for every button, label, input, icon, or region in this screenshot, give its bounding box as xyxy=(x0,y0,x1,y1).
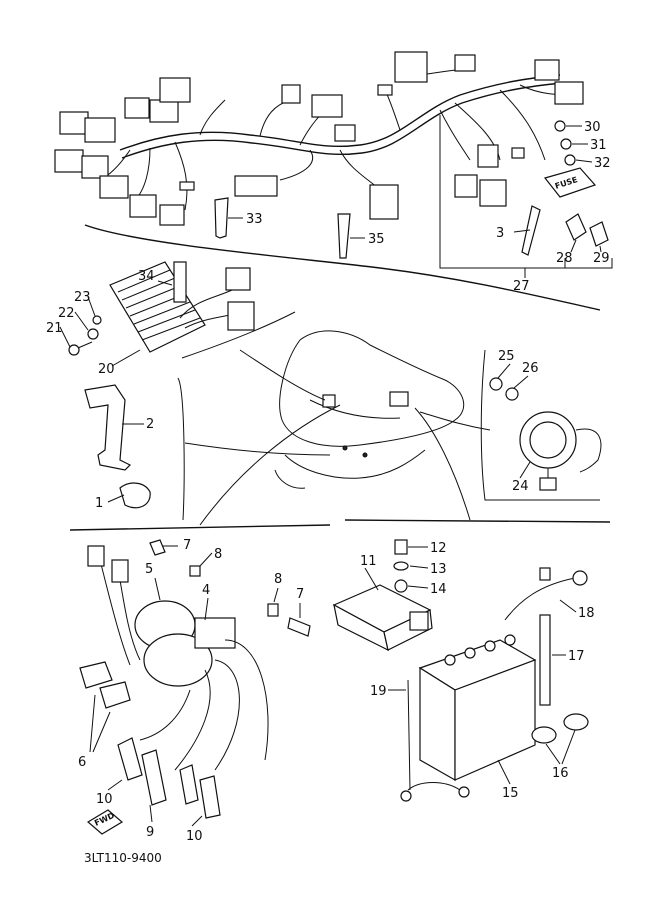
bolt-12 xyxy=(394,539,408,555)
horn-24 xyxy=(519,411,602,491)
callout-2: 2 xyxy=(146,417,154,432)
callout-18: 18 xyxy=(578,606,595,621)
fuse-box: FUSE xyxy=(543,167,597,198)
callout-29: 29 xyxy=(593,251,610,266)
diagram-code: 3LT110-9400 xyxy=(84,851,162,865)
bolt-7-right xyxy=(287,617,311,637)
battery-cable-18 xyxy=(504,567,588,621)
callout-33: 33 xyxy=(246,212,263,227)
callout-5: 5 xyxy=(145,562,153,577)
bolt-21 xyxy=(68,341,93,356)
ground-lead-19 xyxy=(400,679,470,802)
callout-10b: 10 xyxy=(186,829,203,844)
callout-13: 13 xyxy=(430,562,447,577)
callout-6: 6 xyxy=(78,755,86,770)
callout-10a: 10 xyxy=(96,792,113,807)
callout-8a: 8 xyxy=(214,547,222,562)
cdi-unit-11 xyxy=(332,584,433,652)
washer-22 xyxy=(87,328,99,340)
callout-30: 30 xyxy=(584,120,601,135)
callout-34: 34 xyxy=(138,269,155,284)
washer-23 xyxy=(92,315,102,325)
callout-4: 4 xyxy=(202,583,210,598)
callout-16: 16 xyxy=(552,766,569,781)
callout-12: 12 xyxy=(430,541,447,556)
cable-tie-3 xyxy=(513,205,541,256)
nut-8-right xyxy=(267,603,279,617)
cable-tie-35 xyxy=(337,213,365,259)
callout-leaders xyxy=(59,280,577,827)
callout-8b: 8 xyxy=(274,572,282,587)
nut-25 xyxy=(489,377,503,391)
callout-17: 17 xyxy=(568,649,585,664)
callout-24: 24 xyxy=(512,479,529,494)
cable-tie-33 xyxy=(214,197,243,239)
nut-14 xyxy=(394,579,408,593)
cap-6 xyxy=(79,661,131,753)
callout-9: 9 xyxy=(146,825,154,840)
callout-11: 11 xyxy=(360,554,377,569)
nut-32 xyxy=(564,154,593,166)
bolt-7-left xyxy=(149,539,178,556)
callout-23: 23 xyxy=(74,290,91,305)
callout-14: 14 xyxy=(430,582,447,597)
clamp-1 xyxy=(119,482,151,509)
callout-19: 19 xyxy=(370,684,387,699)
callout-3: 3 xyxy=(496,226,504,241)
wire-harness: FUSE xyxy=(54,51,597,226)
callout-35: 35 xyxy=(368,232,385,247)
callout-26: 26 xyxy=(522,361,539,376)
bracket-2 xyxy=(84,384,132,471)
callout-25: 25 xyxy=(498,349,515,364)
callout-15: 15 xyxy=(502,786,519,801)
callout-31: 31 xyxy=(590,138,607,153)
vent-hose-17 xyxy=(539,614,551,706)
nut-26 xyxy=(505,387,519,401)
callout-28: 28 xyxy=(556,251,573,266)
callout-1: 1 xyxy=(95,496,103,511)
washer-13 xyxy=(393,561,409,571)
fuse-29 xyxy=(589,221,609,253)
callout-32: 32 xyxy=(594,156,611,171)
spark-plug-caps xyxy=(117,737,221,819)
nut-31 xyxy=(560,138,588,150)
fuse-28 xyxy=(565,213,587,253)
battery-15 xyxy=(418,634,537,782)
callout-20: 20 xyxy=(98,362,115,377)
rectifier-regulator-20 xyxy=(109,261,255,353)
frame-sketch xyxy=(274,330,465,489)
fwd-arrow: FWD xyxy=(86,809,124,835)
bolt-30 xyxy=(554,120,582,132)
grommets-16 xyxy=(531,713,589,744)
callout-22: 22 xyxy=(58,306,75,321)
callout-27: 27 xyxy=(513,279,530,294)
ignition-coils xyxy=(87,545,269,771)
callout-7a: 7 xyxy=(183,538,191,553)
callout-7b: 7 xyxy=(296,587,304,602)
callout-21: 21 xyxy=(46,321,63,336)
nut-8-left xyxy=(189,565,201,577)
callout-labels: 1 2 3 4 5 6 7 7 8 8 9 10 10 11 12 13 14 … xyxy=(46,120,611,844)
